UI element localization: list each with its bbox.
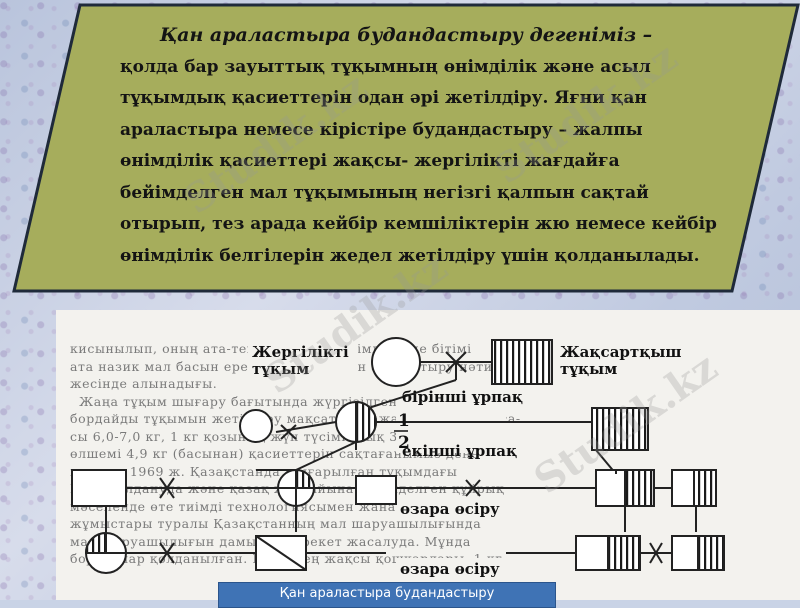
local-breed-label: Жергілікті xyxy=(252,343,349,361)
improving-breed-male-symbol xyxy=(491,339,553,385)
definition-line: өнімділік белгілерін жедел жетілдіру үші… xyxy=(120,245,700,266)
definition-line: тұқымдық қасиеттерін одан әрі жетілдіру.… xyxy=(120,88,647,108)
definition-line: отырып, тез арада кейбір кемшіліктерін ж… xyxy=(120,214,717,234)
definition-line: қолда бар зауыттық тұқымның өнімділік жә… xyxy=(120,56,651,77)
fraction-numerator: 1 xyxy=(398,411,410,431)
definition-text: Қан араластыра будандастыру дегеніміз – … xyxy=(120,20,740,272)
improving-breed-label-2: тұқым xyxy=(560,360,617,378)
definition-panel xyxy=(12,3,800,293)
definition-line: араластыра немесе кірістіре будандастыру… xyxy=(120,119,643,140)
definition-lead: Қан араластыра будандастыру дегеніміз – xyxy=(160,24,653,46)
slide-caption: Қан араластыра будандастыру xyxy=(218,582,556,608)
second-generation-label: екінші ұрпақ xyxy=(402,442,517,460)
local-breed-female-symbol xyxy=(371,337,421,387)
breeding-diagram: Жергілікті тұқым Жақсартқыш тұқым бірінш… xyxy=(71,337,725,578)
definition-line: өнімділік қасиеттері жақсы- жергілікті ж… xyxy=(120,151,620,171)
intercross-label-1: өзара өсіру xyxy=(400,500,500,518)
definition-line: бейімделген мал тұқымының негізгі қалпын… xyxy=(120,182,649,203)
first-generation-label: бірінші ұрпақ xyxy=(402,388,523,406)
breeding-scheme-figure: кисынылып, оның ата-тегінен жақсы өнімді… xyxy=(56,310,800,600)
improving-breed-label: Жақсартқыш xyxy=(560,343,682,361)
local-breed-label-2: тұқым xyxy=(252,360,309,378)
intercross-label-2: өзара өсіру xyxy=(400,560,500,578)
fraction-denominator: 2 xyxy=(398,433,410,453)
